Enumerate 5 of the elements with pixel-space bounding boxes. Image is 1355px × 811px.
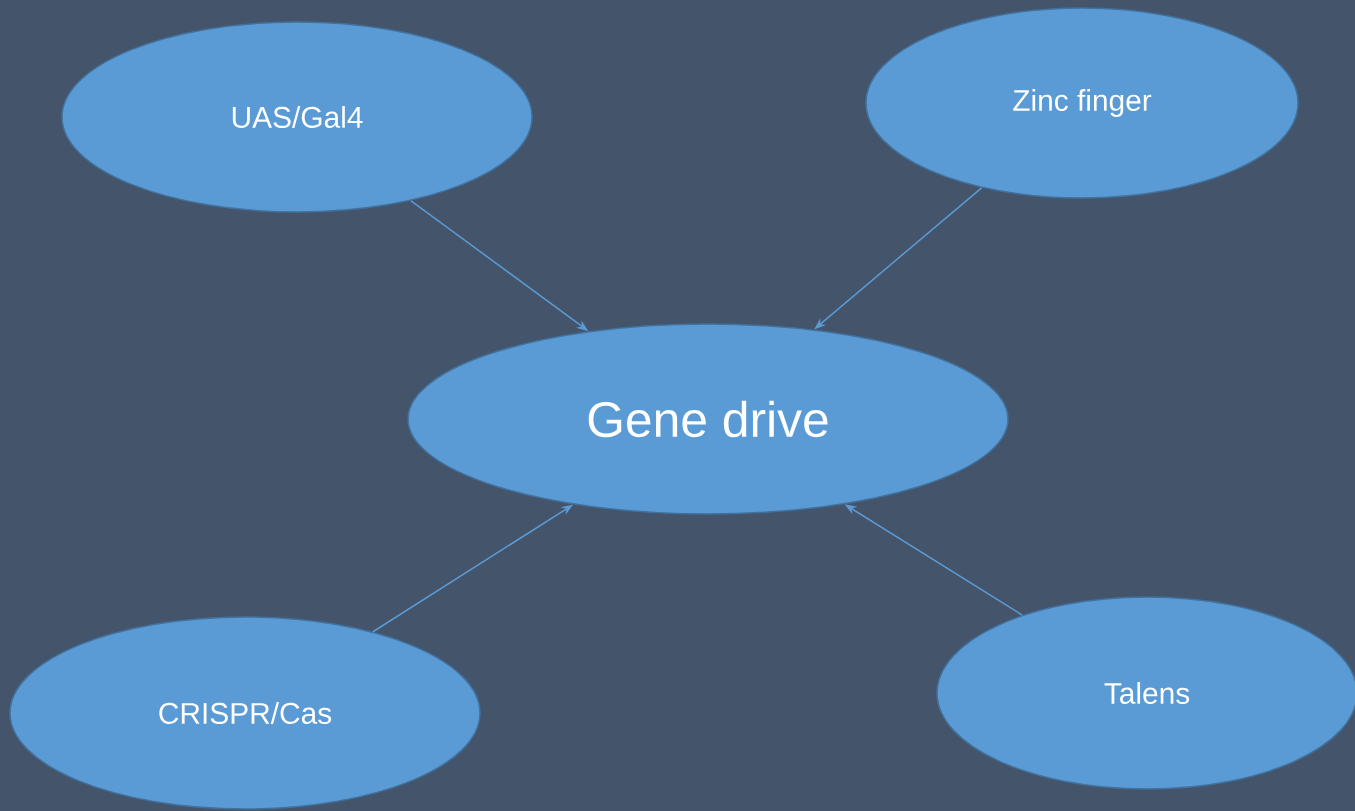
ellipse-node: Zinc finger	[865, 7, 1299, 199]
ellipse-node: Talens	[936, 596, 1355, 790]
ellipse-node: CRISPR/Cas	[9, 616, 481, 810]
ellipse-node: Gene drive	[407, 323, 1009, 515]
ellipse-node: UAS/Gal4	[61, 21, 533, 213]
